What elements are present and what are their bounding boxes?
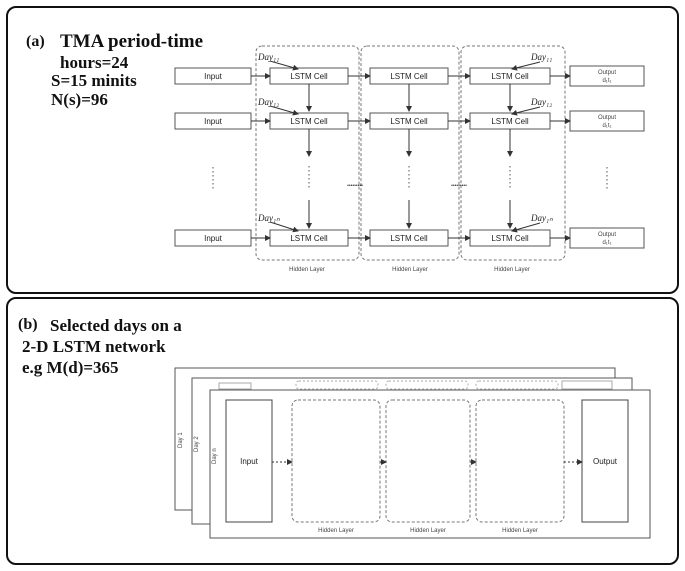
panel-b-stacked-sheets: Day 1 Day 2 Day n Input Output Hidden La… <box>174 367 651 539</box>
output-sub: d₁t₁ <box>602 240 611 246</box>
day-tab-n: Day n <box>212 448 218 464</box>
hidden-layer-label-b1: Hidden Layer <box>318 528 354 534</box>
lstm-cell-label: LSTM Cell <box>390 234 428 243</box>
panel-a-hidden-layers: Hidden Layer Hidden Layer Hidden Layer <box>255 45 566 273</box>
input-label: Input <box>204 117 223 126</box>
lstm-cell-label: LSTM Cell <box>491 117 529 126</box>
panel-a-count: N(s)=96 <box>51 90 108 109</box>
hidden-layer-group-2 <box>360 45 460 261</box>
input-block-label: Input <box>240 457 259 466</box>
hidden-layer-group-3 <box>460 45 566 261</box>
day-label: Day₁₂ <box>257 97 279 107</box>
lstm-cell-label: LSTM Cell <box>390 117 428 126</box>
lstm-cell-label: LSTM Cell <box>290 234 328 243</box>
panel-b-network: 2-D LSTM network <box>22 337 166 356</box>
hidden-layer-block-1 <box>291 399 381 523</box>
output-label: Output <box>598 232 616 238</box>
input-block <box>225 399 273 523</box>
panel-a-row-n: Input LSTM Cell LSTM Cell LSTM Cell Outp… <box>174 213 645 249</box>
output-block-label: Output <box>593 457 618 466</box>
day-label: Day₁ₙ <box>530 213 553 223</box>
day-label: Day₁ₙ <box>257 213 280 223</box>
panel-a-step: S=15 minits <box>51 71 137 90</box>
hidden-layer-label-3: Hidden Layer <box>494 267 530 273</box>
ellipsis-dots: ••••••••• <box>451 183 467 189</box>
output-sub: d₁t₁ <box>602 78 611 84</box>
panel-b-days: e.g M(d)=365 <box>22 358 119 377</box>
day-label: Day₁₂ <box>530 97 552 107</box>
panel-a-hours: hours=24 <box>60 53 129 72</box>
ellipsis-dots: ••••••••• <box>347 183 363 189</box>
lstm-cell-label: LSTM Cell <box>491 234 529 243</box>
day-label: Day₁₁ <box>530 52 552 62</box>
input-label: Input <box>204 72 223 81</box>
output-sub: d₁t₁ <box>602 123 611 129</box>
hidden-layer-label-b3: Hidden Layer <box>502 528 538 534</box>
lstm-cell-label: LSTM Cell <box>290 72 328 81</box>
panel-a-letter: (a) <box>26 33 45 50</box>
panel-a-row-1: Input LSTM Cell LSTM Cell LSTM Cell Outp… <box>174 52 645 87</box>
lstm-cell-label: LSTM Cell <box>491 72 529 81</box>
input-label: Input <box>204 234 223 243</box>
hidden-layer-block-3 <box>475 399 565 523</box>
hidden-layer-label-b2: Hidden Layer <box>410 528 446 534</box>
panel-b-title: Selected days on a <box>50 316 182 335</box>
hidden-layer-label-1: Hidden Layer <box>289 267 325 273</box>
day-tab-2: Day 2 <box>194 436 200 452</box>
day-tab-1: Day 1 <box>178 432 184 448</box>
hidden-layer-label-2: Hidden Layer <box>392 267 428 273</box>
panel-a-ellipsis: ••••••••• ••••••••• <box>212 166 608 191</box>
panel-a-row-2: Input LSTM Cell LSTM Cell LSTM Cell Outp… <box>174 97 645 132</box>
lstm-cell-label: LSTM Cell <box>390 72 428 81</box>
output-label: Output <box>598 115 616 121</box>
lstm-cell-label: LSTM Cell <box>290 117 328 126</box>
panel-b-letter: (b) <box>18 316 38 333</box>
day-label: Day₁₁ <box>257 52 279 62</box>
panel-a-title: TMA period-time <box>60 31 204 52</box>
sheet-day-n <box>209 389 651 539</box>
hidden-layer-group-1 <box>255 45 360 261</box>
output-label: Output <box>598 70 616 76</box>
